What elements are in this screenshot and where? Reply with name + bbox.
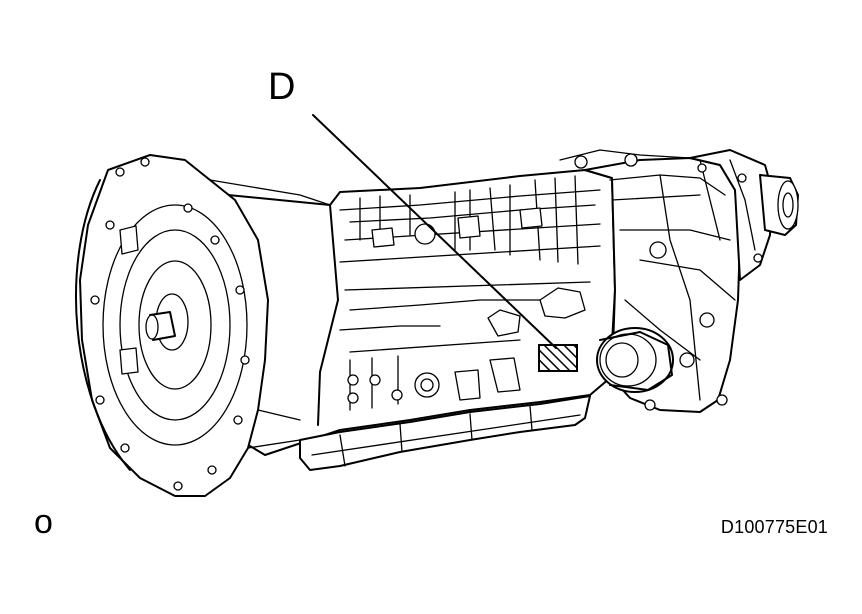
view-marker: o [34,503,53,541]
transfer-case [559,149,799,281]
output-flange [596,327,674,393]
oil-pan [299,395,591,471]
identification-plate [538,344,578,372]
bell-housing [75,154,331,497]
transmission-case [227,169,616,456]
figure-code: D100775E01 [720,517,828,537]
callout-leader-line [312,114,557,349]
callout-label-d: D [268,66,296,108]
